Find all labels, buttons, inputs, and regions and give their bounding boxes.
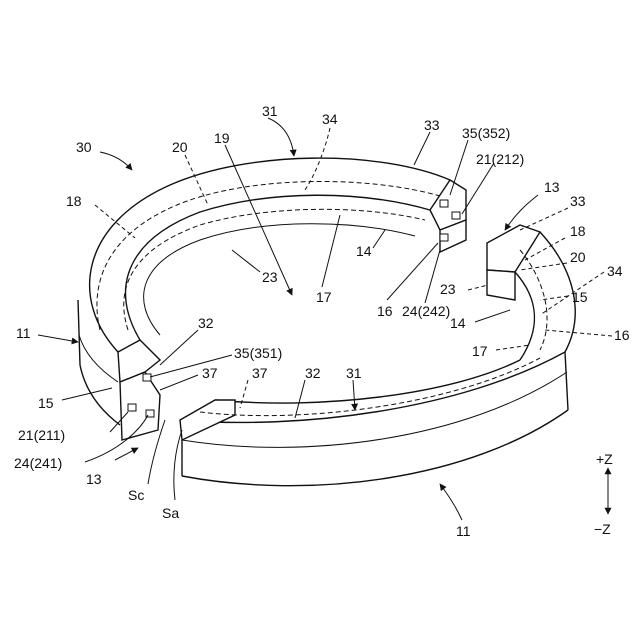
- label-11-left: 11: [16, 325, 31, 341]
- front-lower-edge: [182, 410, 568, 486]
- label-30: 30: [76, 139, 92, 155]
- right-side-end-face-lower: [487, 270, 515, 300]
- axis-plus-z: +Z: [596, 451, 613, 467]
- label-17-right: 17: [472, 343, 488, 359]
- terminal-351: [143, 374, 151, 381]
- hidden-groove-right: [520, 250, 547, 350]
- left-end-face-lower: [120, 372, 160, 440]
- label-23-right: 23: [440, 281, 456, 297]
- label-33-right: 33: [570, 193, 586, 209]
- left-outer-lower: [80, 365, 120, 425]
- label-21-211: 21(211): [18, 427, 65, 443]
- label-19: 19: [214, 130, 230, 146]
- label-18-left: 18: [66, 193, 82, 209]
- label-16-mid: 16: [377, 303, 393, 319]
- label-13-left: 13: [86, 471, 102, 487]
- terminal-212: [452, 212, 460, 219]
- leader-lines: [38, 118, 612, 520]
- label-15-right: 15: [572, 289, 588, 305]
- label-34-top: 34: [322, 111, 338, 127]
- ring-body: [78, 158, 575, 486]
- upper-ring-outer-edge: [90, 158, 450, 352]
- label-32-left: 32: [198, 315, 214, 331]
- label-11-bottom: 11: [456, 523, 471, 539]
- label-Sc: Sc: [128, 487, 144, 503]
- label-24-241: 24(241): [14, 455, 62, 471]
- front-right-vertical: [565, 352, 568, 410]
- label-32-mid: 32: [305, 365, 321, 381]
- label-14-mid: 14: [356, 243, 372, 259]
- label-16-right: 16: [614, 327, 630, 343]
- label-17-mid: 17: [316, 289, 332, 305]
- terminal-211: [128, 404, 136, 411]
- label-23-mid: 23: [262, 269, 278, 285]
- left-outer-split: [79, 335, 118, 382]
- right-side-end-face: [487, 225, 540, 272]
- label-15-left: 15: [38, 395, 54, 411]
- axis-minus-z: −Z: [594, 521, 611, 537]
- terminal-352: [440, 200, 448, 207]
- label-24-242: 24(242): [402, 303, 450, 319]
- front-end-face: [180, 400, 235, 440]
- reference-labels: 30 31 34 33 35(352) 21(212) 20 19 18 23 …: [14, 103, 630, 539]
- hidden-groove-front: [200, 358, 540, 416]
- ring-inner-opening: [144, 224, 415, 335]
- label-21-212: 21(212): [476, 151, 524, 167]
- label-33-top: 33: [424, 117, 440, 133]
- left-outer-vertical: [78, 300, 80, 365]
- label-Sa: Sa: [162, 505, 179, 521]
- label-31-top: 31: [262, 103, 278, 119]
- label-14-right: 14: [450, 315, 466, 331]
- terminal-242: [440, 234, 448, 241]
- front-split-line: [182, 372, 567, 447]
- label-13-right: 13: [544, 179, 560, 195]
- label-35-351: 35(351): [234, 345, 282, 361]
- label-34-right: 34: [607, 263, 623, 279]
- label-37-a: 37: [202, 365, 218, 381]
- label-31-mid: 31: [346, 365, 362, 381]
- label-37-b: 37: [252, 365, 268, 381]
- label-35-352: 35(352): [462, 125, 510, 141]
- label-20-right: 20: [570, 249, 586, 265]
- label-20-left: 20: [172, 139, 188, 155]
- label-18-right: 18: [570, 223, 586, 239]
- front-upper-outer: [180, 352, 565, 422]
